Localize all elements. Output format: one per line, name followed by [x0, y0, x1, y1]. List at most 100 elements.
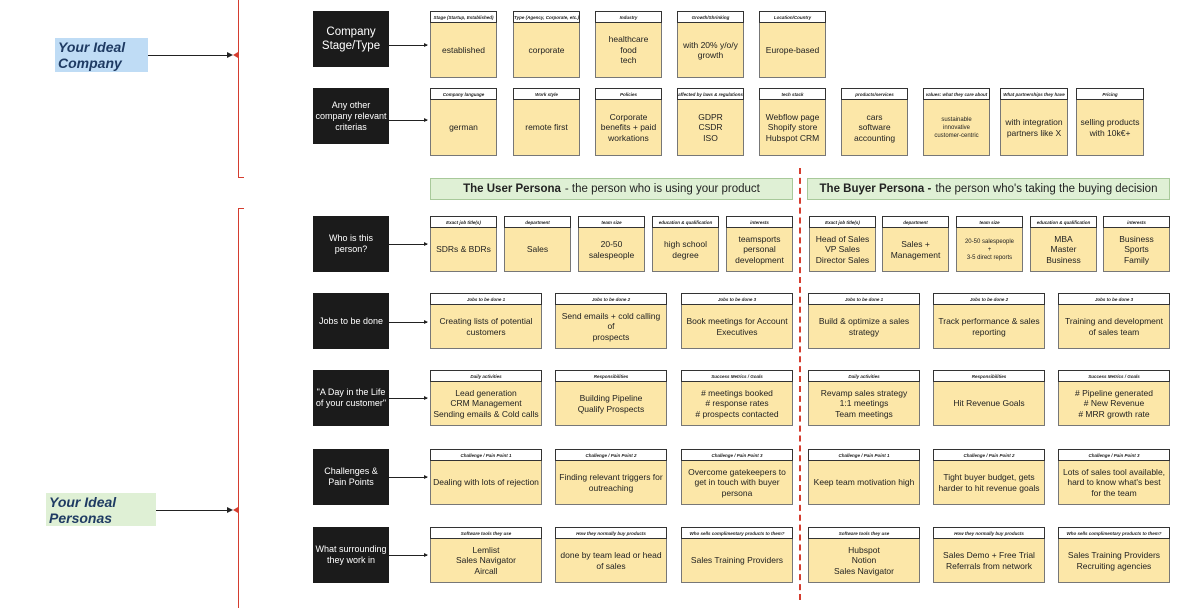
- user-job-title-card: Exact job title(s) SDRs & BDRs: [430, 216, 497, 272]
- connector-who: [389, 242, 428, 246]
- card-header: Challenge / Pain Point 3: [681, 449, 793, 461]
- card-header: Stage (Startup, Established): [430, 11, 497, 23]
- card-body: teamsports personal development: [726, 228, 793, 272]
- card-body: german: [430, 100, 497, 156]
- card-body: done by team lead or head of sales: [555, 539, 667, 583]
- buyer-team-size-card: team size 20-50 salespeople + 3-5 direct…: [956, 216, 1023, 272]
- card-body: Book meetings for Account Executives: [681, 305, 793, 349]
- buyer-interests-card: interests Business Sports Family: [1103, 216, 1170, 272]
- card-header: Success Metrics / Goals: [1058, 370, 1170, 382]
- card-header: department: [882, 216, 949, 228]
- buyer-pain-point-2-card: Challenge / Pain Point 2 Tight buyer bud…: [933, 449, 1045, 505]
- company-type-card: Type (Agency, Corporate, etc.) corporate: [513, 11, 580, 78]
- card-header: Type (Agency, Corporate, etc.): [513, 11, 580, 23]
- card-header: Challenge / Pain Point 3: [1058, 449, 1170, 461]
- laws-card: affected by laws & regulations GDPR CSDR…: [677, 88, 744, 156]
- row-label-jobs: Jobs to be done: [313, 293, 389, 349]
- card-header: Growth/Shrinking: [677, 11, 744, 23]
- card-header: Location/Country: [759, 11, 826, 23]
- tech-stack-card: tech stack Webflow page Shopify store Hu…: [759, 88, 826, 156]
- company-bracket-tick: [233, 52, 238, 58]
- company-stage-card: Stage (Startup, Established) established: [430, 11, 497, 78]
- card-body: Sales Demo + Free Trial Referrals from n…: [933, 539, 1045, 583]
- connector-surrounding: [389, 553, 428, 557]
- card-body: MBA Master Business: [1030, 228, 1097, 272]
- card-body: Hubspot Notion Sales Navigator: [808, 539, 920, 583]
- card-header: Responsibilities: [933, 370, 1045, 382]
- card-header: Daily activities: [430, 370, 542, 382]
- buyer-success-metrics-card: Success Metrics / Goals # Pipeline gener…: [1058, 370, 1170, 426]
- personas-arrow-head: [227, 507, 233, 513]
- card-body: Finding relevant triggers for outreachin…: [555, 461, 667, 505]
- card-body: Sales + Management: [882, 228, 949, 272]
- card-body: Tight buyer budget, gets harder to hit r…: [933, 461, 1045, 505]
- personas-bracket: [238, 208, 244, 608]
- pricing-card: Pricing selling products with 10k€+: [1076, 88, 1144, 156]
- card-body: sustainable innovative customer-centric: [923, 100, 990, 156]
- ideal-personas-tag: Your Ideal Personas: [46, 493, 156, 526]
- card-body: Sales Training Providers: [681, 539, 793, 583]
- user-daily-activities-card: Daily activities Lead generation CRM Man…: [430, 370, 542, 426]
- card-body: established: [430, 23, 497, 78]
- work-style-card: Work style remote first: [513, 88, 580, 156]
- card-header: Jobs to be done 3: [1058, 293, 1170, 305]
- ideal-company-tag: Your Ideal Company: [55, 38, 148, 72]
- card-header: Exact job title(s): [809, 216, 876, 228]
- ideal-personas-line2: Personas: [49, 510, 113, 526]
- row-label-surrounding: What surrounding they work in: [313, 527, 389, 583]
- card-body: remote first: [513, 100, 580, 156]
- card-header: team size: [956, 216, 1023, 228]
- card-header: Jobs to be done 2: [933, 293, 1045, 305]
- user-pain-point-2-card: Challenge / Pain Point 2 Finding relevan…: [555, 449, 667, 505]
- card-body: with integration partners like X: [1000, 100, 1068, 156]
- buyer-job-title-card: Exact job title(s) Head of Sales VP Sale…: [809, 216, 876, 272]
- card-body: # Pipeline generated # New Revenue # MRR…: [1058, 382, 1170, 426]
- company-bracket: [238, 0, 244, 178]
- company-growth-card: Growth/Shrinking with 20% y/o/y growth: [677, 11, 744, 78]
- card-header: Software tools they use: [430, 527, 542, 539]
- buyer-persona-title: The Buyer Persona -: [819, 183, 932, 195]
- card-header: What partnerships they have: [1000, 88, 1068, 100]
- buyer-persona-desc: the person who's taking the buying decis…: [935, 183, 1158, 195]
- buyer-software-card: Software tools they use Hubspot Notion S…: [808, 527, 920, 583]
- card-body: SDRs & BDRs: [430, 228, 497, 272]
- buyer-pain-point-1-card: Challenge / Pain Point 1 Keep team motiv…: [808, 449, 920, 505]
- ideal-company-line1: Your Ideal: [58, 39, 126, 55]
- card-header: Jobs to be done 3: [681, 293, 793, 305]
- company-industry-card: Industry healthcare food tech: [595, 11, 662, 78]
- row-label-company-stage: Company Stage/Type: [313, 11, 389, 67]
- card-body: cars software accounting: [841, 100, 908, 156]
- personas-arrow-line: [156, 510, 228, 511]
- card-header: Policies: [595, 88, 662, 100]
- card-header: How they normally buy products: [933, 527, 1045, 539]
- buyer-job-1-card: Jobs to be done 1 Build & optimize a sal…: [808, 293, 920, 349]
- card-header: education & qualification: [652, 216, 719, 228]
- card-header: Challenge / Pain Point 2: [555, 449, 667, 461]
- values-card: values: what they care about sustainable…: [923, 88, 990, 156]
- card-body: Lead generation CRM Management Sending e…: [430, 382, 542, 426]
- card-body: with 20% y/o/y growth: [677, 23, 744, 78]
- card-header: Daily activities: [808, 370, 920, 382]
- card-body: high school degree: [652, 228, 719, 272]
- row-label-challenges: Challenges & Pain Points: [313, 449, 389, 505]
- card-body: Overcome gatekeepers to get in touch wit…: [681, 461, 793, 505]
- user-software-card: Software tools they use Lemlist Sales Na…: [430, 527, 542, 583]
- card-header: Challenge / Pain Point 1: [808, 449, 920, 461]
- connector-jobs: [389, 320, 428, 324]
- user-team-size-card: team size 20-50 salespeople: [578, 216, 645, 272]
- card-header: Jobs to be done 2: [555, 293, 667, 305]
- policies-card: Policies Corporate benefits + paid worka…: [595, 88, 662, 156]
- card-body: Head of Sales VP Sales Director Sales: [809, 228, 876, 272]
- user-job-1-card: Jobs to be done 1 Creating lists of pote…: [430, 293, 542, 349]
- card-header: department: [504, 216, 571, 228]
- products-card: products/services cars software accounti…: [841, 88, 908, 156]
- company-language-card: Company language german: [430, 88, 497, 156]
- card-header: Software tools they use: [808, 527, 920, 539]
- card-body: Business Sports Family: [1103, 228, 1170, 272]
- connector-other-criteria: [389, 118, 428, 122]
- card-body: Webflow page Shopify store Hubspot CRM: [759, 100, 826, 156]
- user-success-metrics-card: Success Metrics / Goals # meetings booke…: [681, 370, 793, 426]
- card-header: Who sells complimentary products to them…: [1058, 527, 1170, 539]
- card-body: Track performance & sales reporting: [933, 305, 1045, 349]
- row-label-who: Who is this person?: [313, 216, 389, 272]
